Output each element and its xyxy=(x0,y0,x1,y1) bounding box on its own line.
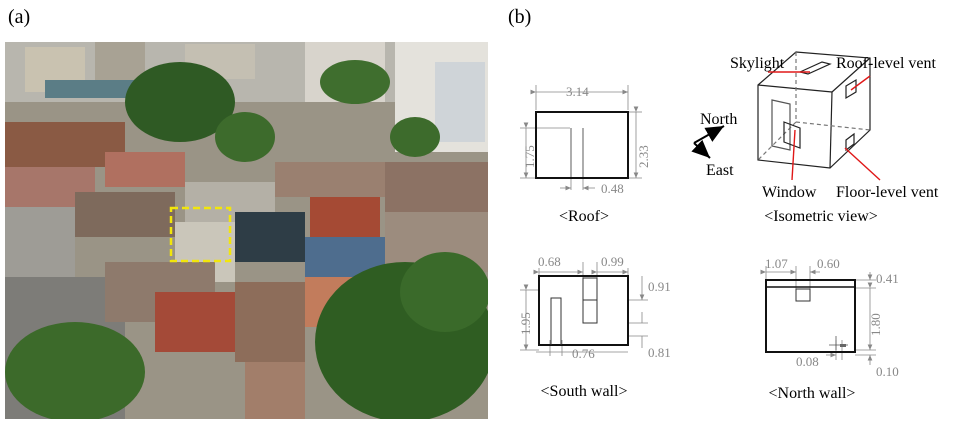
roof-outline xyxy=(535,111,629,179)
north-top-left-dim: 1.07 xyxy=(765,256,788,271)
north-wall-floor-vent xyxy=(840,344,846,347)
south-top-right-dim: 0.99 xyxy=(601,254,624,269)
south-wall-outline xyxy=(538,275,629,346)
isometric-caption: <Isometric view> xyxy=(764,208,878,225)
isometric-house xyxy=(757,51,871,169)
north-bottom-right-dim: 0.10 xyxy=(876,364,899,379)
roof-drawing xyxy=(520,85,642,191)
north-bottom-left-dim: 0.08 xyxy=(796,354,819,369)
north-right-top-dim: 0.41 xyxy=(876,271,899,286)
south-top-left-dim: 0.68 xyxy=(538,254,561,269)
slum-photo xyxy=(5,42,488,419)
compass-arrows xyxy=(691,125,725,159)
roof-vent-label: Roof-level vent xyxy=(836,55,937,72)
roof-height-right-dim: 2.33 xyxy=(636,145,651,168)
panel-label-b: (b) xyxy=(508,6,532,28)
roof-width-dim: 3.14 xyxy=(566,84,589,99)
north-top-right-dim: 0.60 xyxy=(817,256,840,271)
north-wall-drawing xyxy=(760,266,876,365)
window-label: Window xyxy=(762,184,817,201)
east-direction-label: East xyxy=(706,162,734,179)
roof-bottom-dim: 0.48 xyxy=(601,181,624,196)
south-wall-door xyxy=(550,297,562,345)
floor-vent-label: Floor-level vent xyxy=(836,184,939,201)
north-wall-caption: <North wall> xyxy=(769,385,856,402)
north-direction-label: North xyxy=(700,111,737,128)
north-wall-window xyxy=(795,288,811,302)
roof-height-left-dim: 1.75 xyxy=(522,145,537,168)
panel-label-a: (a) xyxy=(8,6,31,28)
south-right-bottom-dim: 0.81 xyxy=(648,345,671,360)
house-diagram: 3.14 1.75 2.33 0.48 <Roof> 0.68 0.99 1.9… xyxy=(518,51,939,402)
roof-caption: <Roof> xyxy=(559,208,609,225)
south-wall-caption: <South wall> xyxy=(541,383,628,400)
skylight-label: Skylight xyxy=(730,55,785,72)
north-right-dim: 1.80 xyxy=(868,313,883,336)
south-left-dim: 1.95 xyxy=(518,312,533,335)
iso-leaders xyxy=(768,71,881,181)
south-right-top-dim: 0.91 xyxy=(648,279,671,294)
south-bottom-dim: 0.76 xyxy=(572,346,595,361)
north-wall-outline xyxy=(765,279,856,353)
